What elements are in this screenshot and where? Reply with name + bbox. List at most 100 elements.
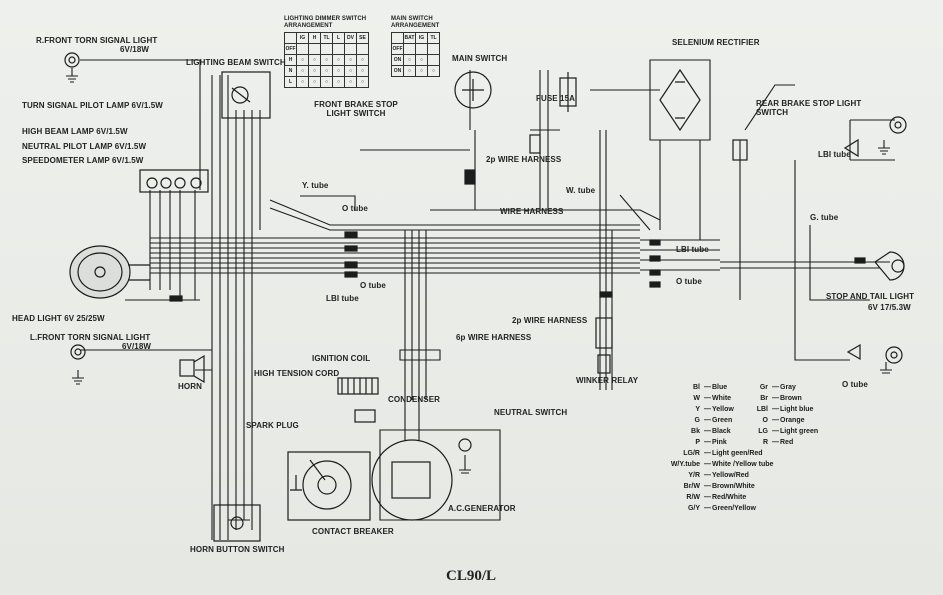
- ac-generator-label: A.C.GENERATOR: [448, 504, 516, 513]
- legend-name: Gray: [780, 384, 796, 391]
- legend-name: Brown: [780, 395, 802, 402]
- legend-code: Bk: [691, 428, 700, 435]
- legend-code: LBl: [756, 406, 768, 413]
- legend-code: G/Y: [687, 505, 700, 512]
- legend-code: P: [695, 439, 700, 446]
- table-row-label: OFF: [284, 43, 297, 55]
- r-front-signal-spec: 6V/18W: [120, 45, 150, 54]
- legend-name: Yellow: [712, 406, 734, 413]
- legend-name: Light geen/Red: [712, 450, 763, 457]
- legend-name: Red/White: [712, 494, 747, 501]
- stop-tail-light-icon: [874, 251, 905, 281]
- o-tube-bottom-label: O tube: [842, 380, 868, 389]
- high-beam-label: HIGH BEAM LAMP 6V/1.5W: [22, 127, 128, 136]
- w-tube-label: W. tube: [566, 186, 596, 195]
- color-legend: Bl—Blue W—White Y—Yellow G—Green Bk—Blac…: [656, 382, 822, 514]
- stop-tail-label: STOP AND TAIL LIGHT: [826, 292, 915, 301]
- y-tube-label: Y. tube: [302, 181, 329, 190]
- fuse-label: FUSE 15A: [536, 94, 576, 103]
- table-row-label: L: [284, 76, 297, 88]
- diagram-title: CL90/L: [446, 568, 497, 584]
- table-header: [284, 32, 297, 44]
- table-header: SE: [356, 32, 369, 44]
- rear-signal-icon: [843, 116, 907, 364]
- spark-plug-label: SPARK PLUG: [246, 421, 299, 430]
- main-switch-table: BAT IG TL OFF ON○○ ON○○○: [391, 32, 440, 77]
- legend-name: Brown/White: [712, 483, 755, 490]
- legend-name: Blue: [712, 384, 728, 391]
- legend-code: Gr: [759, 384, 768, 391]
- legend-code: O: [762, 417, 768, 424]
- table-row-label: H: [284, 54, 297, 66]
- lighting-beam-switch-icon: [221, 71, 271, 119]
- neutral-pilot-label: NEUTRAL PILOT LAMP 6V/1.5W: [22, 142, 147, 151]
- table-header: L: [332, 32, 345, 44]
- lbi-tube-mid-label: LBI tube: [326, 294, 359, 303]
- winker-relay-label: WINKER RELAY: [576, 376, 639, 385]
- left-bundles: [80, 59, 261, 540]
- legend-name: Orange: [780, 417, 805, 424]
- ignition-coil-label: IGNITION COIL: [312, 354, 371, 363]
- right-side-lines: [469, 59, 895, 390]
- legend-code: W: [693, 395, 700, 402]
- main-switch-label: MAIN SWITCH: [452, 54, 508, 63]
- legend-name: White /Yellow tube: [712, 461, 774, 468]
- table-header: IG: [415, 32, 428, 44]
- l-front-signal-icon: [70, 344, 86, 360]
- head-light-label: HEAD LIGHT 6V 25/25W: [12, 314, 105, 323]
- lbi-tube-right-label: LBI tube: [676, 245, 709, 254]
- turn-pilot-label: TURN SIGNAL PILOT LAMP 6V/1.5W: [22, 101, 163, 110]
- selenium-rectifier-label: SELENIUM RECTIFIER: [672, 38, 760, 47]
- legend-code: R: [762, 439, 768, 446]
- contact-breaker-label: CONTACT BREAKER: [312, 527, 394, 536]
- ac-generator-icon: [371, 439, 453, 521]
- l-front-signal-spec: 6V/18W: [122, 342, 152, 351]
- front-brake-switch-label: FRONT BRAKE STOP LIGHT SWITCH: [314, 100, 398, 118]
- selenium-rectifier-icon: [659, 68, 701, 132]
- head-light-icon: [69, 245, 150, 299]
- lbi-tube-top-label: LBI tube: [818, 150, 851, 159]
- horn-icon: [179, 354, 205, 384]
- o-tube-right-label: O tube: [676, 277, 702, 286]
- legend-code: Br: [760, 395, 768, 402]
- neutral-switch-icon: [458, 438, 472, 452]
- main-table-title: MAIN SWITCH ARRANGEMENT: [391, 16, 440, 29]
- table-row-label: ON: [391, 65, 404, 77]
- legend-name: Green: [712, 417, 733, 424]
- legend-name: Light green: [780, 428, 819, 435]
- o-tube-mid-label: O tube: [360, 281, 386, 290]
- condenser-label: CONDENSER: [388, 395, 441, 404]
- o-tube-label: O tube: [342, 204, 368, 213]
- dimmer-switch-table: IG H TL L DV SE OFF H○○○○○○ N○○○○○○ L○○○…: [284, 32, 369, 88]
- wire-harness-lines: [269, 149, 661, 231]
- table-header: [391, 32, 404, 44]
- legend-code: R/W: [686, 494, 700, 501]
- horn-button-switch-label: HORN BUTTON SWITCH: [190, 545, 285, 554]
- table-row-label: OFF: [391, 43, 404, 55]
- l-front-signal-label: L.FRONT TORN SIGNAL LIGHT: [30, 333, 151, 342]
- legend-code: LG: [758, 428, 768, 435]
- table-header: IG: [296, 32, 309, 44]
- high-tension-cord-label: HIGH TENSION CORD: [254, 369, 340, 378]
- legend-name: Black: [712, 428, 731, 435]
- table-header: BAT: [403, 32, 416, 44]
- table-row-label: N: [284, 65, 297, 77]
- 2p-harness-label: 2p WIRE HARNESS: [512, 316, 588, 325]
- winker-relay-icon: [595, 317, 613, 374]
- legend-code: Bl: [693, 384, 700, 391]
- table-header: H: [308, 32, 321, 44]
- spark-plug-icon: [287, 451, 371, 521]
- legend-name: White: [712, 395, 732, 402]
- wire-harness-label: WIRE HARNESS: [500, 207, 564, 216]
- legend-name: Green/Yellow: [712, 505, 756, 512]
- legend-code: Y: [695, 406, 700, 413]
- table-row-label: ON: [391, 54, 404, 66]
- legend-name: Yellow/Red: [712, 472, 749, 479]
- stop-tail-spec: 6V 17/5.3W: [868, 303, 911, 312]
- legend-code: G: [694, 417, 700, 424]
- table-header: TL: [427, 32, 440, 44]
- legend-code: Y/R: [688, 472, 700, 479]
